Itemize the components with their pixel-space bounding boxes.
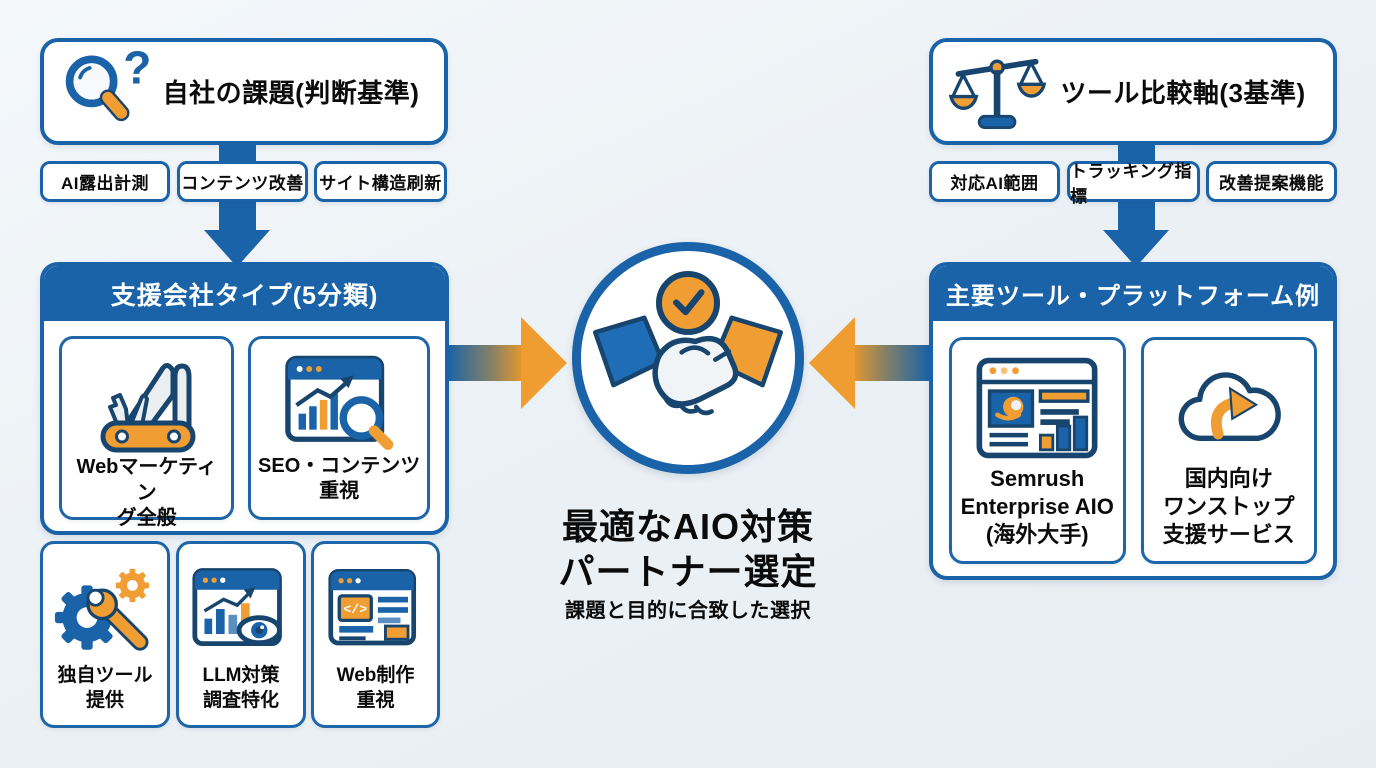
card-proprietary-tools: 独自ツール 提供: [40, 541, 170, 728]
cloud-arrow-icon: [1167, 352, 1291, 465]
card-web-production: </> Web制作 重視: [311, 541, 440, 728]
card-web-marketing: Webマーケティン グ全般: [59, 336, 235, 529]
center-title-line1: 最適なAIO対策: [561, 506, 814, 547]
card-domestic-onestop: 国内向け ワンストップ 支援サービス: [1140, 337, 1317, 564]
chip-ai-exposure: AI露出計測: [40, 161, 170, 202]
magnifier-question-icon: ?: [60, 41, 152, 138]
browser-chart-eye-icon: [191, 556, 291, 664]
company-issues-title: 自社の課題(判断基準): [162, 78, 420, 108]
card-seo-content: SEO・コンテンツ 重視: [248, 336, 430, 520]
semrush-dashboard-icon: [970, 352, 1104, 465]
chip-ai-scope: 対応AI範囲: [929, 161, 1060, 202]
card-seo-content-label: SEO・コンテンツ 重視: [258, 454, 421, 503]
balance-scale-icon: [948, 44, 1047, 139]
card-semrush: Semrush Enterprise AIO (海外大手): [949, 337, 1126, 564]
left-to-center-arrow: [447, 317, 567, 409]
major-tools-box: 主要ツール・プラットフォーム例: [929, 262, 1337, 580]
tool-comparison-title: ツール比較軸(3基準): [1060, 78, 1306, 108]
gear-wrench-icon: [53, 556, 157, 664]
tool-comparison-box: ツール比較軸(3基準): [929, 38, 1337, 145]
card-semrush-label: Semrush Enterprise AIO (海外大手): [960, 465, 1114, 547]
card-llm-research-label: LLM対策 調査特化: [202, 665, 280, 711]
right-to-center-arrow: [809, 317, 929, 409]
center-subtitle: 課題と目的に合致した選択: [565, 600, 811, 622]
chip-content-improvement: コンテンツ改善: [177, 161, 308, 202]
card-web-production-label: Web制作 重視: [336, 665, 415, 711]
browser-chart-magnifier-icon: [283, 351, 395, 454]
partner-selection-circle: [572, 242, 804, 474]
svg-text:?: ?: [123, 45, 151, 93]
major-tools-header: 主要ツール・プラットフォーム例: [933, 266, 1333, 321]
check-badge: [656, 271, 720, 335]
card-web-marketing-label: Webマーケティン グ全般: [76, 456, 217, 530]
chip-improvement-suggestion: 改善提案機能: [1206, 161, 1337, 202]
support-company-types-box: 支援会社タイプ(5分類) Webマーケティン グ全般: [40, 262, 449, 535]
browser-code-icon: </>: [327, 556, 425, 664]
center-title-line2: パートナー選定: [558, 551, 818, 592]
check-icon: [666, 281, 710, 326]
left-down-arrow-head: [204, 230, 270, 267]
chip-site-structure: サイト構造刷新: [314, 161, 447, 202]
swiss-army-knife-icon: [86, 351, 208, 455]
card-proprietary-tools-label: 独自ツール 提供: [57, 665, 153, 711]
card-domestic-onestop-label: 国内向け ワンストップ 支援サービス: [1162, 465, 1295, 547]
chip-tracking-metrics: トラッキング指標: [1067, 161, 1200, 206]
svg-text:</>: </>: [343, 602, 367, 617]
company-issues-box: ? 自社の課題(判断基準): [40, 38, 448, 145]
handshake-icon: [588, 310, 788, 447]
support-company-types-header: 支援会社タイプ(5分類): [44, 266, 445, 321]
card-llm-research: LLM対策 調査特化: [176, 541, 306, 728]
right-down-arrow-head: [1103, 230, 1169, 267]
